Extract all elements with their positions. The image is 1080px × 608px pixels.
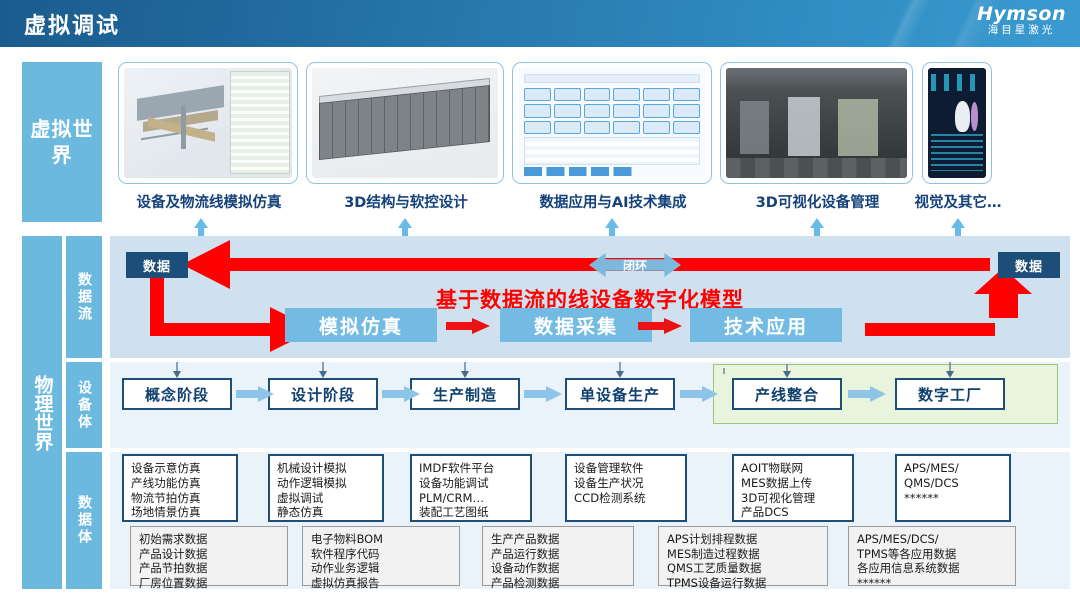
equipment-detail-box: APS/MES/QMS/DCS****** bbox=[895, 454, 1011, 522]
phase-box-design[interactable]: 设计阶段 bbox=[268, 378, 378, 410]
card-equipment-logistics-simulation[interactable]: 设备及物流线模拟仿真 bbox=[118, 62, 298, 211]
phase-label: 产线整合 bbox=[754, 385, 819, 404]
page-header: 虚拟调试 Hymson 海目星激光 bbox=[0, 0, 1080, 47]
blue-arrow-icon bbox=[382, 386, 420, 402]
sidebar-item-physical-world: 物理世界 bbox=[22, 236, 62, 589]
sidebar-item-equipment-body: 设备体 bbox=[66, 362, 102, 448]
data-chip-right: 数据 bbox=[998, 252, 1060, 278]
equipment-phase-zone: 概念阶段 设计阶段 生产制造 单设备生产 产线整合 数字工厂 bbox=[110, 362, 1070, 448]
sidebar-item-data-flow: 数据流 bbox=[66, 236, 102, 358]
equipment-detail-box: 设备示意仿真产线功能仿真物流节拍仿真场地情景仿真 bbox=[122, 454, 238, 522]
closed-loop-badge: 闭环 bbox=[589, 253, 681, 277]
sidebar-physical-world-label: 物理世界 bbox=[31, 374, 54, 451]
data-chip-left-label: 数据 bbox=[142, 259, 171, 275]
machine-rack-thumbnail bbox=[312, 68, 498, 178]
virtual-world-card-row: 设备及物流线模拟仿真 3D结构与软控设计 数据应用与AI技术集成 3D可视化设备… bbox=[110, 62, 1070, 220]
equipment-detail-box: 机械设计模拟动作逻辑模拟虚拟调试静态仿真 bbox=[268, 454, 384, 522]
software-dashboard-thumbnail bbox=[518, 68, 706, 178]
data-body-box: 初始需求数据产品设计数据产品节拍数据厂房位置数据 bbox=[130, 526, 288, 590]
blue-arrow-icon bbox=[236, 386, 274, 402]
red-arrow-icon bbox=[446, 318, 490, 334]
vision-analytics-thumbnail bbox=[928, 68, 986, 178]
phase-box-concept[interactable]: 概念阶段 bbox=[122, 378, 232, 410]
stage-label: 模拟仿真 bbox=[318, 315, 403, 338]
blue-arrow-icon bbox=[848, 386, 886, 402]
red-left-arrowhead bbox=[182, 240, 230, 289]
stage-label: 技术应用 bbox=[723, 315, 808, 338]
card-caption: 数据应用与AI技术集成 bbox=[539, 195, 687, 211]
data-body-box: 生产产品数据产品运行数据设备动作数据产品检测数据 bbox=[482, 526, 634, 590]
sidebar-item-data-body: 数据体 bbox=[66, 452, 102, 589]
phase-box-digital-factory[interactable]: 数字工厂 bbox=[895, 378, 1005, 410]
card-3d-structure-design[interactable]: 3D结构与软控设计 bbox=[306, 62, 504, 211]
blue-arrow-icon bbox=[524, 386, 562, 402]
sidebar-virtual-world-label: 虚拟世界 bbox=[30, 117, 94, 167]
card-caption: 3D结构与软控设计 bbox=[344, 195, 468, 211]
logo-wordmark: Hymson bbox=[977, 3, 1066, 25]
sidebar-equipment-body-label: 设备体 bbox=[76, 379, 92, 431]
stage-box-data-collection[interactable]: 数据采集 bbox=[500, 308, 652, 342]
card-3d-visual-equipment-management[interactable]: 3D可视化设备管理 bbox=[720, 62, 913, 211]
data-chip-left: 数据 bbox=[126, 252, 188, 278]
phase-label: 设计阶段 bbox=[290, 385, 355, 404]
card-caption: 3D可视化设备管理 bbox=[755, 195, 880, 211]
phase-box-single-equipment[interactable]: 单设备生产 bbox=[565, 378, 675, 410]
card-caption: 设备及物流线模拟仿真 bbox=[136, 195, 282, 211]
phase-label: 概念阶段 bbox=[144, 385, 209, 404]
detail-zone: 设备示意仿真产线功能仿真物流节拍仿真场地情景仿真 机械设计模拟动作逻辑模拟虚拟调… bbox=[110, 452, 1070, 590]
logo-subtitle: 海目星激光 bbox=[987, 24, 1056, 36]
card-data-ai-integration[interactable]: 数据应用与AI技术集成 bbox=[512, 62, 712, 211]
brand-logo: Hymson 海目星激光 bbox=[977, 4, 1066, 37]
page-title: 虚拟调试 bbox=[24, 14, 121, 39]
stage-box-simulation[interactable]: 模拟仿真 bbox=[285, 308, 437, 342]
sidebar-item-virtual-world: 虚拟世界 bbox=[22, 62, 102, 222]
stage-label: 数据采集 bbox=[533, 315, 618, 338]
data-chip-right-label: 数据 bbox=[1014, 259, 1043, 275]
phase-label: 数字工厂 bbox=[917, 385, 982, 404]
stage-band: 模拟仿真 数据采集 技术应用 bbox=[110, 300, 1070, 358]
red-arrow-icon bbox=[638, 318, 682, 334]
phase-label: 单设备生产 bbox=[579, 385, 660, 404]
phase-box-line-integration[interactable]: 产线整合 bbox=[732, 378, 842, 410]
phase-label: 生产制造 bbox=[432, 385, 497, 404]
closed-loop-label: 闭环 bbox=[622, 258, 647, 273]
sidebar-data-body-label: 数据体 bbox=[76, 495, 92, 546]
factory-floor-thumbnail bbox=[726, 68, 907, 178]
card-caption: 视觉及其它… bbox=[914, 195, 1002, 211]
blue-arrow-icon bbox=[680, 386, 718, 402]
card-vision-and-others[interactable]: 视觉及其它… bbox=[915, 62, 1002, 211]
sidebar-data-flow-label: 数据流 bbox=[76, 271, 92, 323]
phase-box-manufacturing[interactable]: 生产制造 bbox=[410, 378, 520, 410]
stage-box-technology-application[interactable]: 技术应用 bbox=[690, 308, 842, 342]
data-body-box: APS/MES/DCS/TPMS等各应用数据各应用信息系统数据****** bbox=[848, 526, 1016, 590]
cad-layout-thumbnail bbox=[124, 68, 292, 178]
